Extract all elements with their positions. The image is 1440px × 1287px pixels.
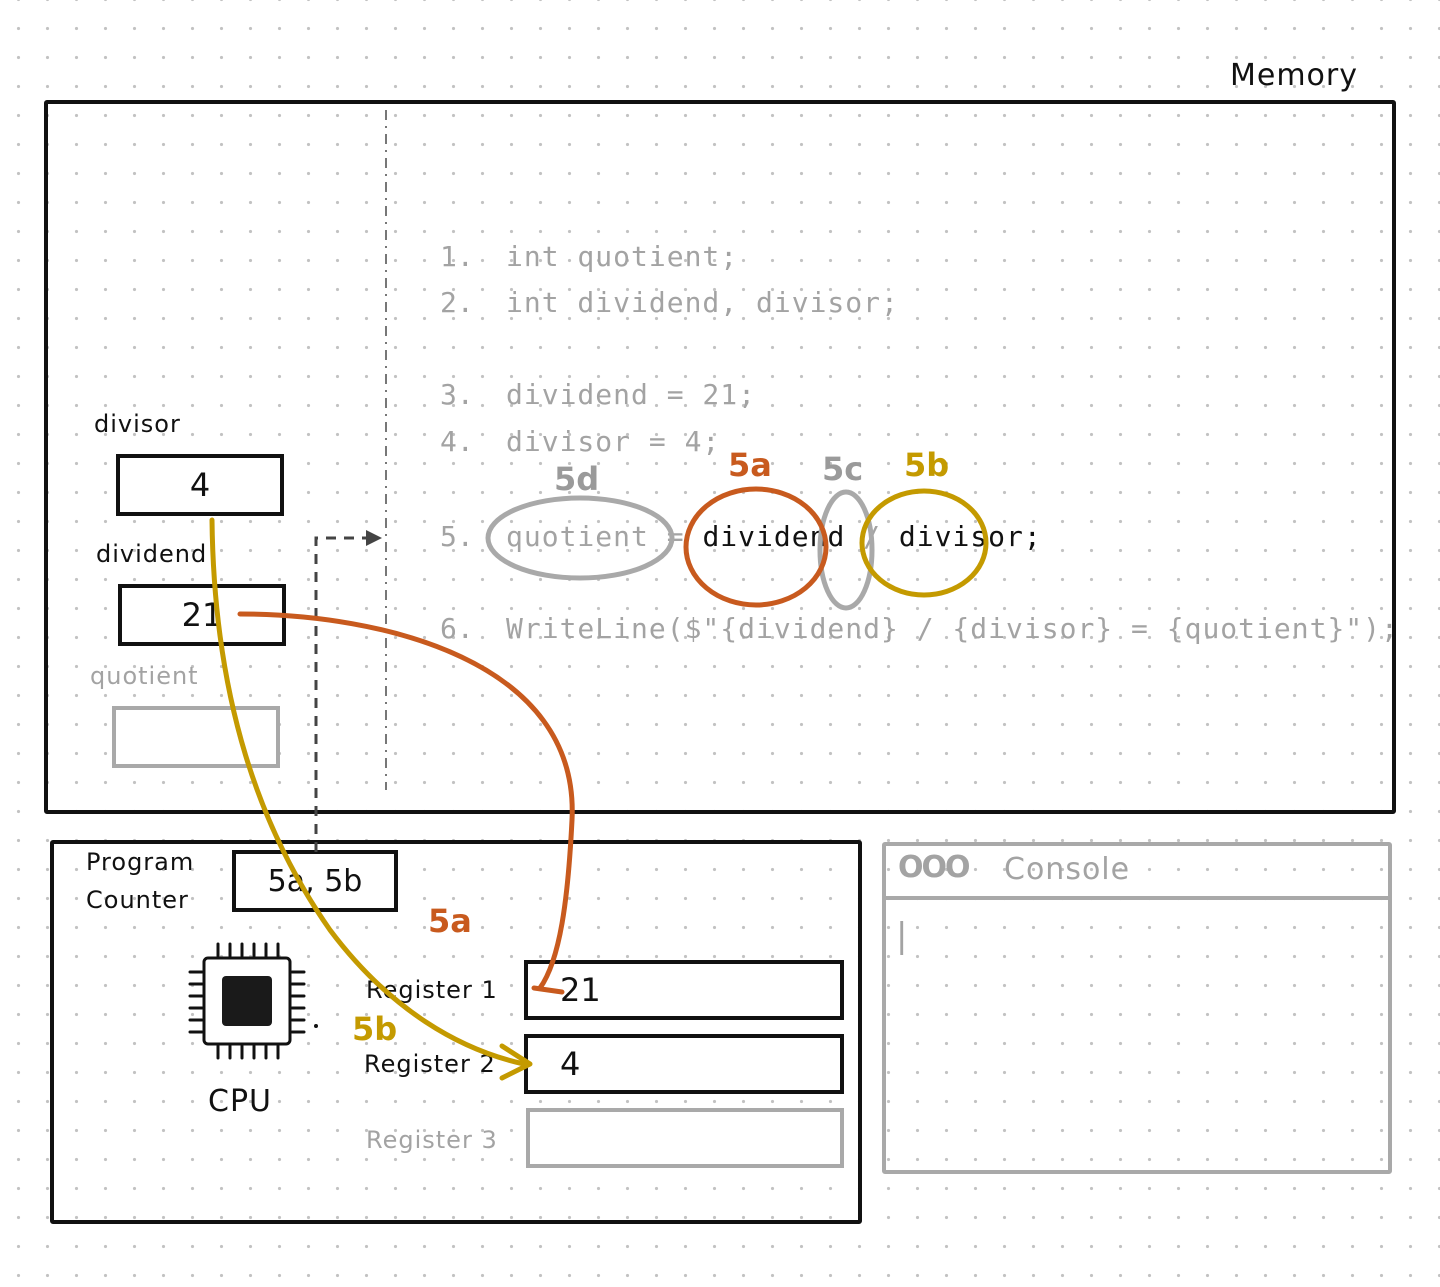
code-line: WriteLine($"{dividend} / {divisor} = {qu… [506, 612, 1399, 645]
register-label-1: Register 1 [366, 976, 498, 1004]
annotation-5c: 5c [822, 450, 864, 488]
program-counter-label: Counter [86, 886, 189, 914]
annotation-5b: 5b [904, 446, 950, 484]
code-line: int quotient; [506, 240, 739, 273]
console-window [882, 842, 1392, 1174]
arrow-tag-5b: 5b [352, 1010, 398, 1048]
code-line-number: 6. [440, 612, 474, 645]
var-label-divisor: divisor [94, 410, 181, 438]
register-label-2: Register 2 [364, 1050, 496, 1078]
code-divide-token: / [845, 520, 899, 553]
var-box-divisor: 4 [116, 454, 284, 516]
register-box-2: 4 [524, 1034, 844, 1094]
annotation-5d: 5d [554, 460, 600, 498]
program-counter-label: Program [86, 848, 195, 876]
code-divisor-token: divisor; [898, 520, 1042, 553]
var-box-quotient [112, 706, 280, 768]
code-line-current: quotient = dividend / divisor; [506, 520, 1042, 553]
console-title: Console [1004, 852, 1131, 887]
cpu-chip-icon [188, 942, 318, 1060]
annotation-5a: 5a [728, 446, 772, 484]
code-line-number: 3. [440, 378, 474, 411]
var-label-quotient: quotient [90, 662, 199, 690]
window-buttons-icon[interactable]: OOO [898, 850, 971, 885]
memory-panel [44, 100, 1396, 814]
memory-title: Memory [1229, 58, 1358, 93]
code-line-number: 4. [440, 425, 474, 458]
console-cursor[interactable]: | [896, 916, 908, 956]
code-line: dividend = 21; [506, 378, 757, 411]
cpu-label: CPU [208, 1084, 272, 1119]
register-label-3: Register 3 [366, 1126, 498, 1154]
register-box-1: 21 [524, 960, 844, 1020]
console-title-bar-divider [886, 896, 1388, 900]
var-label-dividend: dividend [96, 540, 208, 568]
register-box-3 [526, 1108, 844, 1168]
code-line-number: 2. [440, 286, 474, 319]
code-line: divisor = 4; [506, 425, 721, 458]
code-line-number: 1. [440, 240, 474, 273]
code-dividend-token: dividend [702, 520, 846, 553]
var-box-dividend: 21 [118, 584, 286, 646]
program-counter-value: 5a, 5b [232, 850, 398, 912]
arrow-tag-5a: 5a [428, 902, 472, 940]
code-line: int dividend, divisor; [506, 286, 899, 319]
code-line-number: 5. [440, 520, 474, 553]
code-quotient-token: quotient = [506, 520, 703, 553]
